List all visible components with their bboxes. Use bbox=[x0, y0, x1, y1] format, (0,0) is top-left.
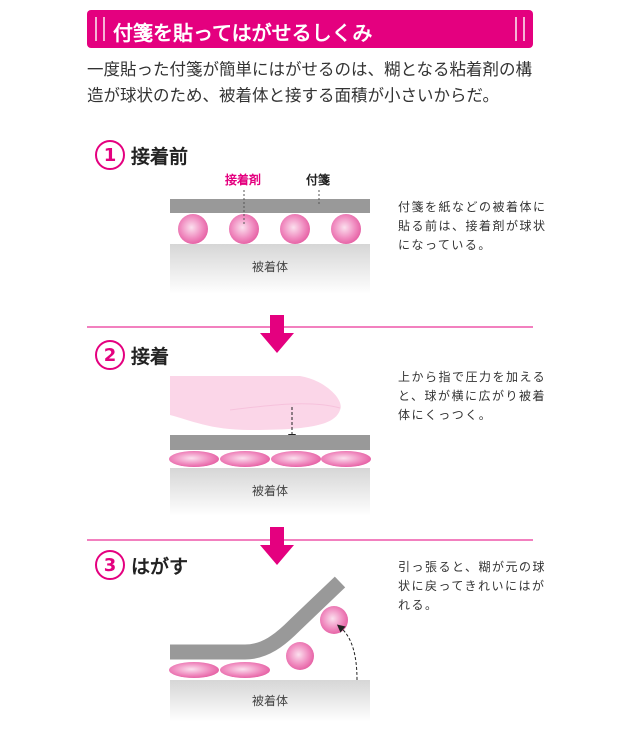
step-title: 接着前 bbox=[131, 145, 189, 168]
flattened-adhesive bbox=[220, 451, 270, 467]
substrate-label: 被着体 bbox=[252, 484, 289, 498]
step3-figure bbox=[169, 576, 370, 722]
intro-text: 一度貼った付箋が簡単にはがせるのは、糊となる粘着剤の構造が球状のため、被着体と接… bbox=[87, 60, 533, 105]
flattened-adhesive bbox=[321, 451, 371, 467]
step1-figure bbox=[170, 190, 370, 294]
title-banner: 付箋を貼ってはがせるしくみ bbox=[87, 10, 533, 48]
peeling-sticky-note bbox=[170, 576, 346, 660]
flattened-adhesive bbox=[220, 662, 270, 678]
step3-heading: 3 はがす bbox=[95, 550, 188, 580]
substrate bbox=[170, 244, 370, 294]
flattened-adhesive bbox=[169, 662, 219, 678]
adhesive-ball bbox=[331, 214, 361, 244]
sticky-note-label: 付箋 bbox=[306, 173, 331, 187]
step-number: 2 bbox=[95, 340, 125, 370]
substrate-label: 被着体 bbox=[252, 260, 289, 274]
step3-description: 引っ張ると、糊が元の球状に戻ってきれいにはがれる。 bbox=[398, 560, 547, 612]
down-arrow-icon bbox=[260, 527, 294, 565]
substrate bbox=[170, 680, 370, 722]
step2-description: 上から指で圧力を加えると、球が横に広がり被着体にくっつく。 bbox=[398, 370, 547, 422]
flattened-adhesive bbox=[271, 451, 321, 467]
flattened-adhesive bbox=[169, 451, 219, 467]
step1-heading: 1 接着前 bbox=[95, 140, 188, 170]
title: 付箋を貼ってはがせるしくみ bbox=[113, 21, 373, 45]
step-title: はがす bbox=[131, 555, 189, 578]
adhesive-ball bbox=[320, 606, 348, 634]
down-arrow-icon bbox=[260, 315, 294, 353]
adhesive-ball bbox=[280, 214, 310, 244]
sticky-note-plate bbox=[170, 199, 370, 213]
adhesive-ball bbox=[286, 642, 314, 670]
adhesive-ball bbox=[178, 214, 208, 244]
step2-figure bbox=[169, 376, 371, 516]
substrate-label: 被着体 bbox=[252, 694, 289, 708]
step2-heading: 2 接着 bbox=[95, 340, 169, 370]
step-number: 1 bbox=[95, 140, 125, 170]
sticky-note-plate bbox=[170, 435, 370, 450]
restore-arrow-icon bbox=[336, 624, 358, 681]
step1-description: 付箋を紙などの被着体に貼る前は、接着剤が球状になっている。 bbox=[398, 200, 547, 252]
substrate bbox=[170, 468, 370, 516]
step-title: 接着 bbox=[131, 345, 170, 368]
adhesive-label: 接着剤 bbox=[225, 173, 262, 187]
adhesive-ball bbox=[229, 214, 259, 244]
decor-bars bbox=[95, 17, 105, 41]
decor-bars bbox=[515, 17, 525, 41]
finger bbox=[170, 376, 341, 430]
step-number: 3 bbox=[95, 550, 125, 580]
